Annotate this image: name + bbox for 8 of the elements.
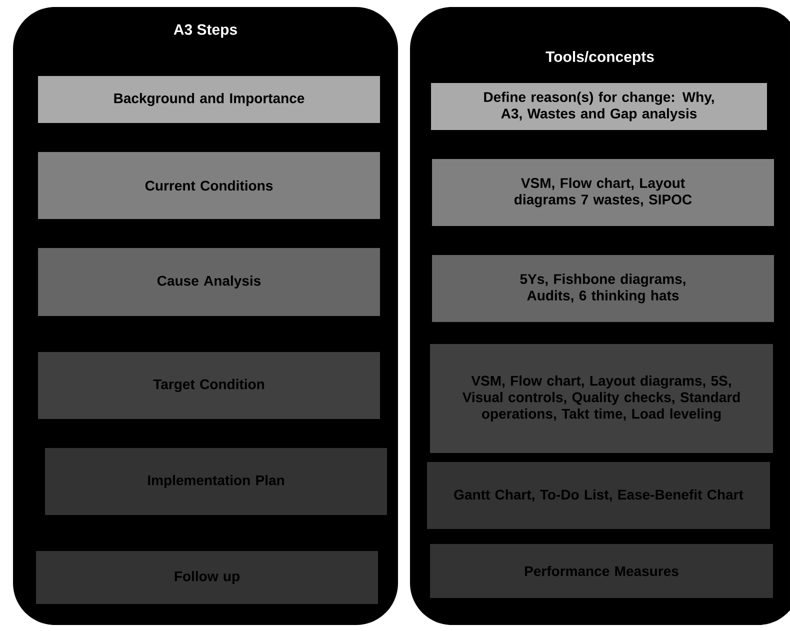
step-box: Current Conditions <box>38 152 380 219</box>
step-box: Cause Analysis <box>38 248 380 316</box>
step-box: VSM, Flow chart, Layout diagrams, 5S, Visual controls, Quality checks, Standard operations, Takt time, Load leveling <box>430 344 773 453</box>
step-box: VSM, Flow chart, Layout diagrams 7 wastes, SIPOC <box>432 159 774 226</box>
step-box: Define reason(s) for change: Why, A3, Wastes and Gap analysis <box>431 83 767 130</box>
step-box: Background and Importance <box>38 76 380 123</box>
step-box: Target Condition <box>38 352 380 419</box>
step-box: 5Ys, Fishbone diagrams, Audits, 6 thinking hats <box>432 255 774 322</box>
